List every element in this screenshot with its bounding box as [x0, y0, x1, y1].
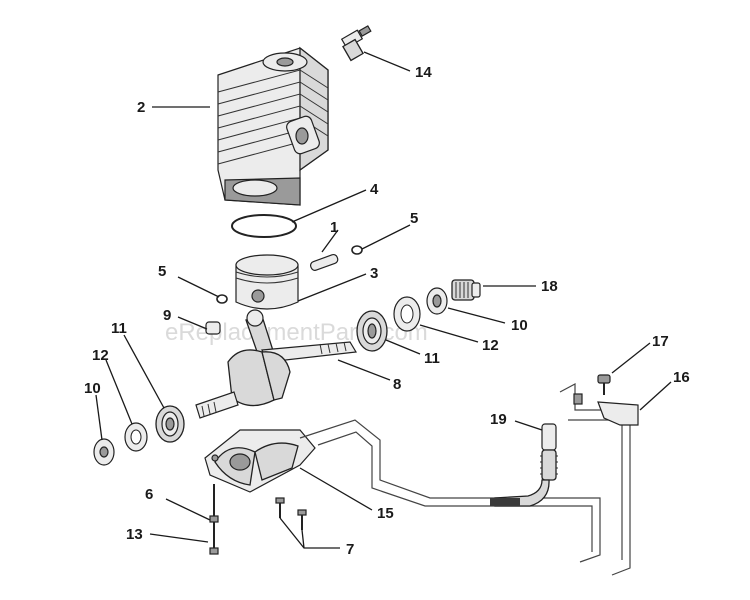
callout-13: 13 [126, 526, 143, 543]
callout-14: 14 [415, 64, 432, 81]
callout-9: 9 [163, 307, 171, 324]
callout-4: 4 [370, 181, 379, 198]
part-screw-6 [209, 484, 219, 523]
callout-labels: 14 2 4 1 5 5 3 18 9 10 11 12 11 12 8 10 … [84, 64, 690, 558]
callout-11-right: 11 [424, 350, 440, 367]
part-spark-plug [340, 25, 372, 62]
fuel-line-outline [299, 383, 631, 576]
callout-17: 17 [652, 333, 669, 350]
callout-10-right: 10 [511, 317, 528, 334]
callout-12-left: 12 [92, 347, 109, 364]
callout-19: 19 [490, 411, 507, 428]
part-bearing-right [356, 310, 388, 352]
part-screw-7a [275, 497, 285, 518]
part-circlip-right [351, 245, 363, 255]
part-screw-7b [297, 509, 307, 530]
part-piston-pin [310, 253, 339, 271]
part-seal-left [93, 438, 115, 466]
part-washer-right [393, 296, 421, 332]
callout-3: 3 [370, 265, 378, 282]
callout-6: 6 [145, 486, 153, 503]
callout-16: 16 [673, 369, 690, 386]
part-screw-13 [209, 522, 219, 555]
callout-5-right: 5 [410, 210, 418, 227]
part-crankshaft [195, 309, 357, 419]
part-piston [235, 254, 299, 310]
callout-11-left: 11 [111, 320, 127, 337]
callout-10-left: 10 [84, 380, 101, 397]
part-bearing-left [155, 405, 185, 443]
part-circlip-left [216, 294, 228, 304]
part-needle-bearing [205, 321, 221, 335]
part-cylinder [217, 46, 329, 206]
part-screw-17 [597, 374, 611, 395]
part-piston-ring [231, 214, 297, 238]
part-fuel-hose-19 [490, 423, 558, 507]
watermark-text: eReplacementParts.com [165, 319, 428, 346]
callout-12-right: 12 [482, 337, 499, 354]
callout-15: 15 [377, 505, 394, 522]
part-bracket-16 [573, 393, 639, 426]
callout-7: 7 [346, 541, 354, 558]
leader-lines [95, 51, 672, 549]
part-washer-left [124, 422, 148, 452]
callout-18: 18 [541, 278, 558, 295]
part-spring-18 [451, 279, 481, 301]
callout-2: 2 [137, 99, 145, 116]
part-crankcase [204, 429, 316, 493]
callout-5-left: 5 [158, 263, 166, 280]
callout-8: 8 [393, 376, 401, 393]
part-seal-right [426, 287, 448, 315]
callout-1: 1 [330, 219, 338, 236]
